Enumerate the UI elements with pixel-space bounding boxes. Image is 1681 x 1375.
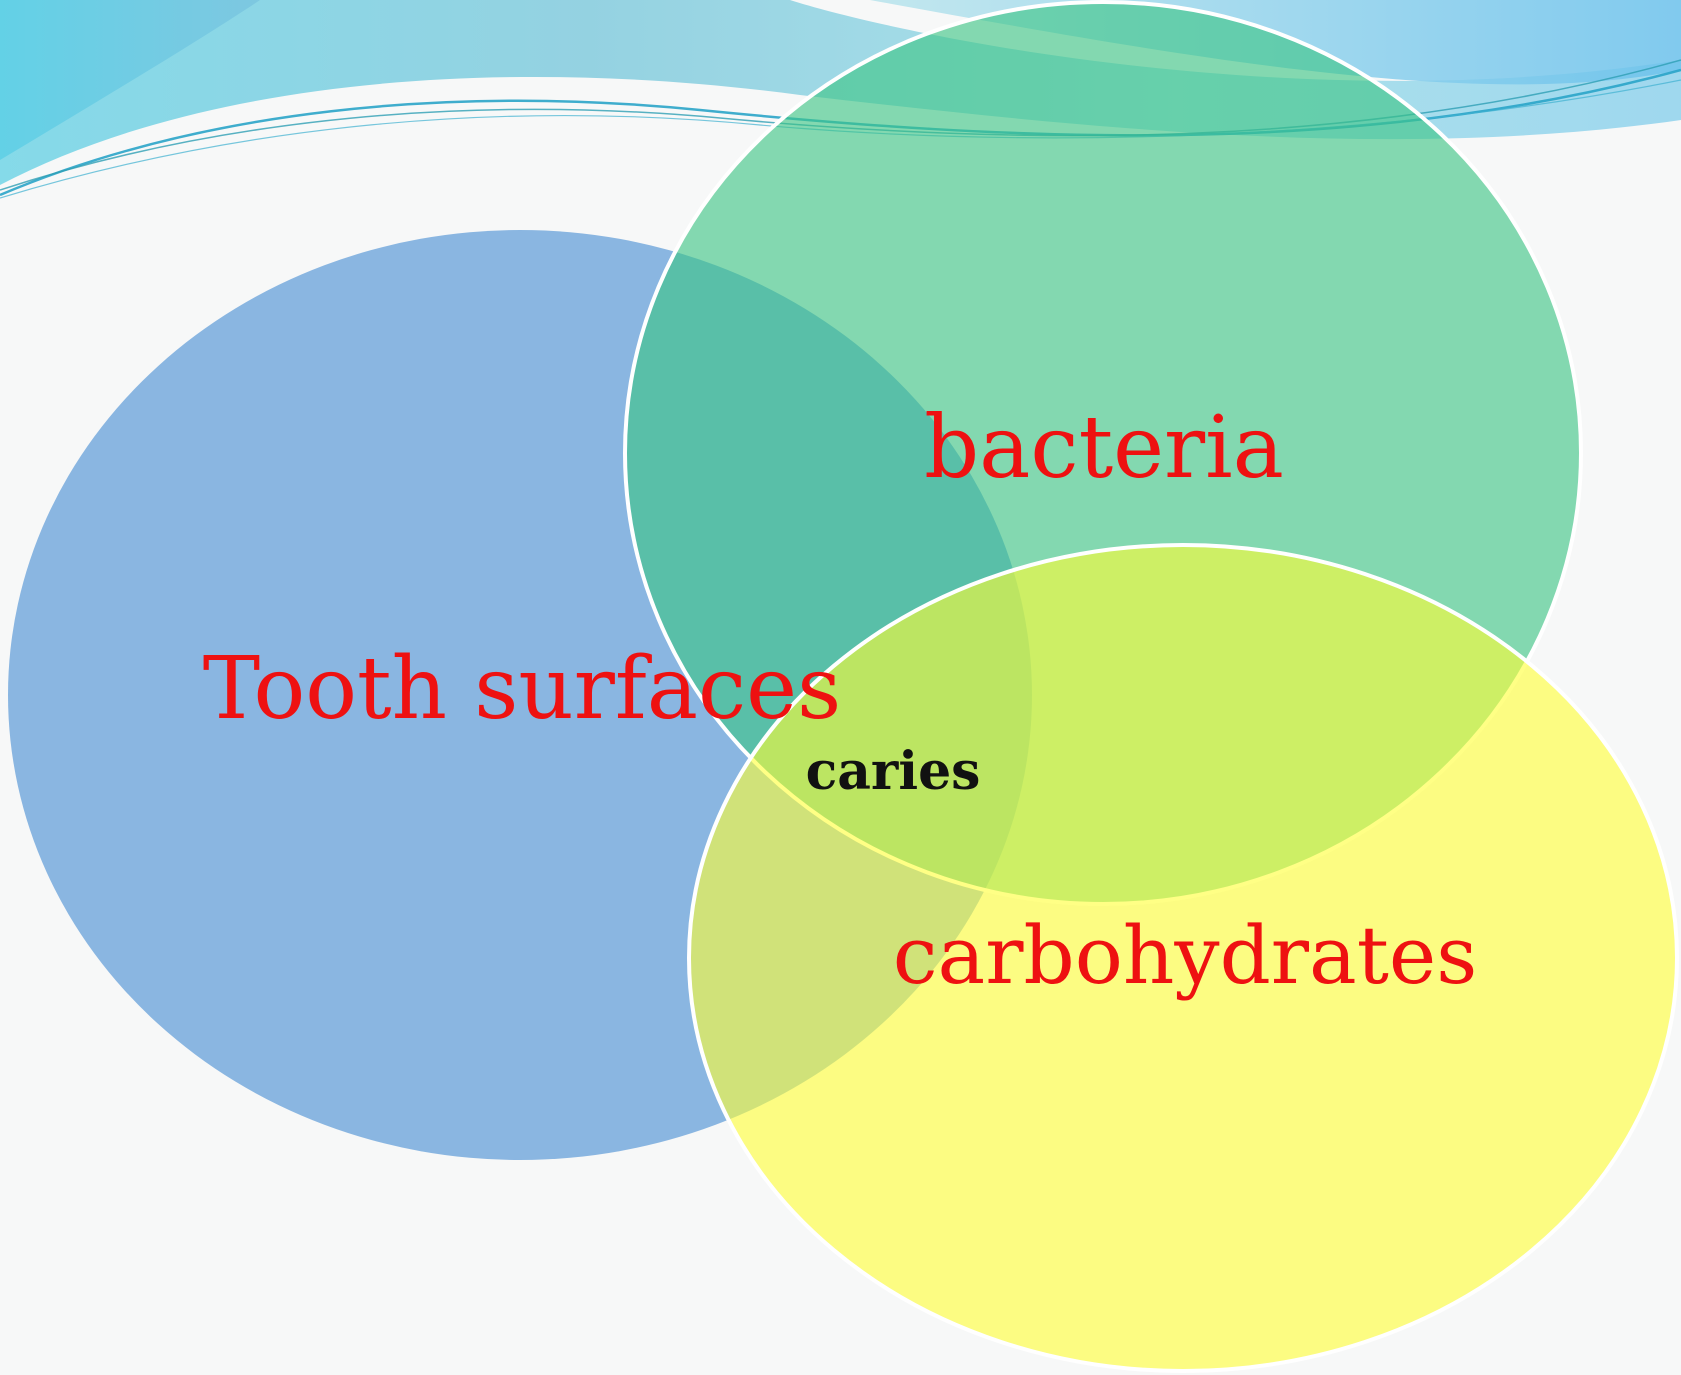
bacteria-label: bacteria xyxy=(924,398,1284,498)
carbohydrates-label: carbohydrates xyxy=(893,909,1478,1002)
tooth-surfaces-label: Tooth surfaces xyxy=(203,639,841,739)
caries-label: caries xyxy=(806,741,981,802)
